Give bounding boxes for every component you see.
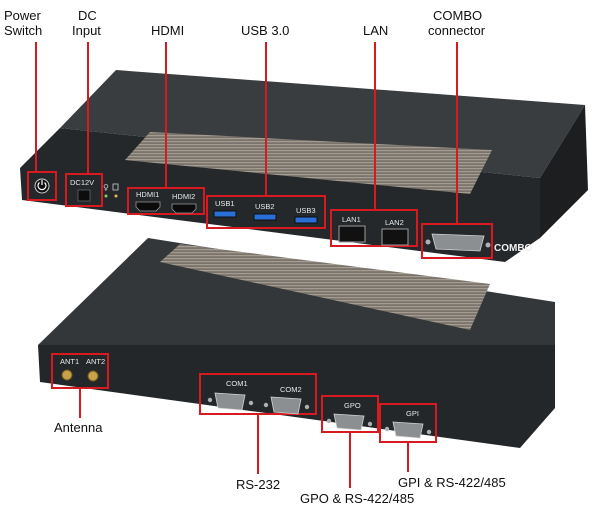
hdmi1-label: HDMI1 bbox=[136, 190, 159, 199]
power-icon bbox=[37, 180, 47, 191]
ant2-connector bbox=[87, 370, 99, 382]
gpo-callout: GPO & RS-422/485 bbox=[300, 491, 414, 506]
usb1-port bbox=[213, 210, 237, 218]
usb2-port bbox=[253, 213, 277, 221]
gpi-screw-right bbox=[426, 429, 432, 435]
antenna-callout: Antenna bbox=[54, 420, 103, 435]
com1-screw-right bbox=[248, 400, 254, 406]
callout-labels: Power Switch DC Input HDMI USB 3.0 LAN C… bbox=[4, 8, 506, 506]
usb1-label: USB1 bbox=[215, 199, 235, 208]
hdmi-callout: HDMI bbox=[151, 23, 184, 38]
usb-callout: USB 3.0 bbox=[241, 23, 289, 38]
usb2-label: USB2 bbox=[255, 202, 275, 211]
usb3-label: USB3 bbox=[296, 206, 316, 215]
front-heatsink bbox=[125, 132, 492, 194]
dc-input-label: DC12V bbox=[70, 178, 94, 187]
front-device-side bbox=[540, 105, 588, 238]
ant1-connector bbox=[61, 369, 73, 381]
power-button[interactable] bbox=[34, 178, 50, 194]
gpi-callout: GPI & RS-422/485 bbox=[398, 475, 506, 490]
rear-device: ANT1 ANT2 COM1 COM2 GPO GPI bbox=[38, 238, 555, 448]
disk-icon bbox=[112, 183, 119, 191]
dc-input-frame bbox=[65, 173, 103, 207]
power-switch-callout: Power Switch bbox=[4, 8, 44, 38]
front-device: DC12V ♀ HDMI1 HDMI2 USB1 USB2 USB3 LAN1 … bbox=[20, 70, 588, 262]
com2-port bbox=[270, 396, 302, 415]
led-bulb-icon: ♀ bbox=[103, 183, 109, 192]
gpi-port bbox=[392, 421, 424, 439]
hdmi2-port bbox=[171, 203, 197, 214]
dc-input-callout: DC Input bbox=[72, 8, 101, 38]
lan1-label: LAN1 bbox=[342, 215, 361, 224]
ant1-label: ANT1 bbox=[60, 357, 79, 366]
ant2-label: ANT2 bbox=[86, 357, 105, 366]
gpo-port bbox=[333, 413, 365, 431]
rs232-callout: RS-232 bbox=[236, 477, 280, 492]
lan-callout: LAN bbox=[363, 23, 388, 38]
gpo-screw-right bbox=[367, 421, 373, 427]
power-led bbox=[104, 194, 108, 198]
hdmi1-port bbox=[135, 201, 161, 212]
gpo-panel-label: GPO bbox=[344, 401, 361, 410]
rear-device-face bbox=[38, 345, 555, 448]
com2-screw-right bbox=[304, 404, 310, 410]
gpi-panel-label: GPI bbox=[406, 409, 419, 418]
disk-led bbox=[114, 194, 118, 198]
gpi-screw-left bbox=[384, 426, 390, 432]
gpo-screw-left bbox=[326, 418, 332, 424]
com2-screw-left bbox=[263, 402, 269, 408]
power-switch-frame bbox=[27, 171, 57, 201]
combo-screw-right bbox=[485, 242, 491, 248]
com1-label: COM1 bbox=[226, 379, 248, 388]
combo-callout: COMBO connector bbox=[428, 8, 486, 38]
combo-panel-label: COMBO bbox=[494, 243, 533, 254]
combo-screw-left bbox=[425, 239, 431, 245]
hdmi2-label: HDMI2 bbox=[172, 192, 195, 201]
lan2-label: LAN2 bbox=[385, 218, 404, 227]
leader-lines bbox=[35, 42, 458, 488]
com2-label: COM2 bbox=[280, 385, 302, 394]
combo-port bbox=[431, 233, 485, 252]
com1-screw-left bbox=[207, 397, 213, 403]
usb3-port bbox=[294, 216, 318, 224]
com1-port bbox=[214, 392, 246, 411]
lan1-port bbox=[338, 225, 366, 243]
lan2-port bbox=[381, 228, 409, 246]
dc-jack bbox=[77, 189, 91, 202]
rear-heatsink bbox=[160, 244, 490, 330]
